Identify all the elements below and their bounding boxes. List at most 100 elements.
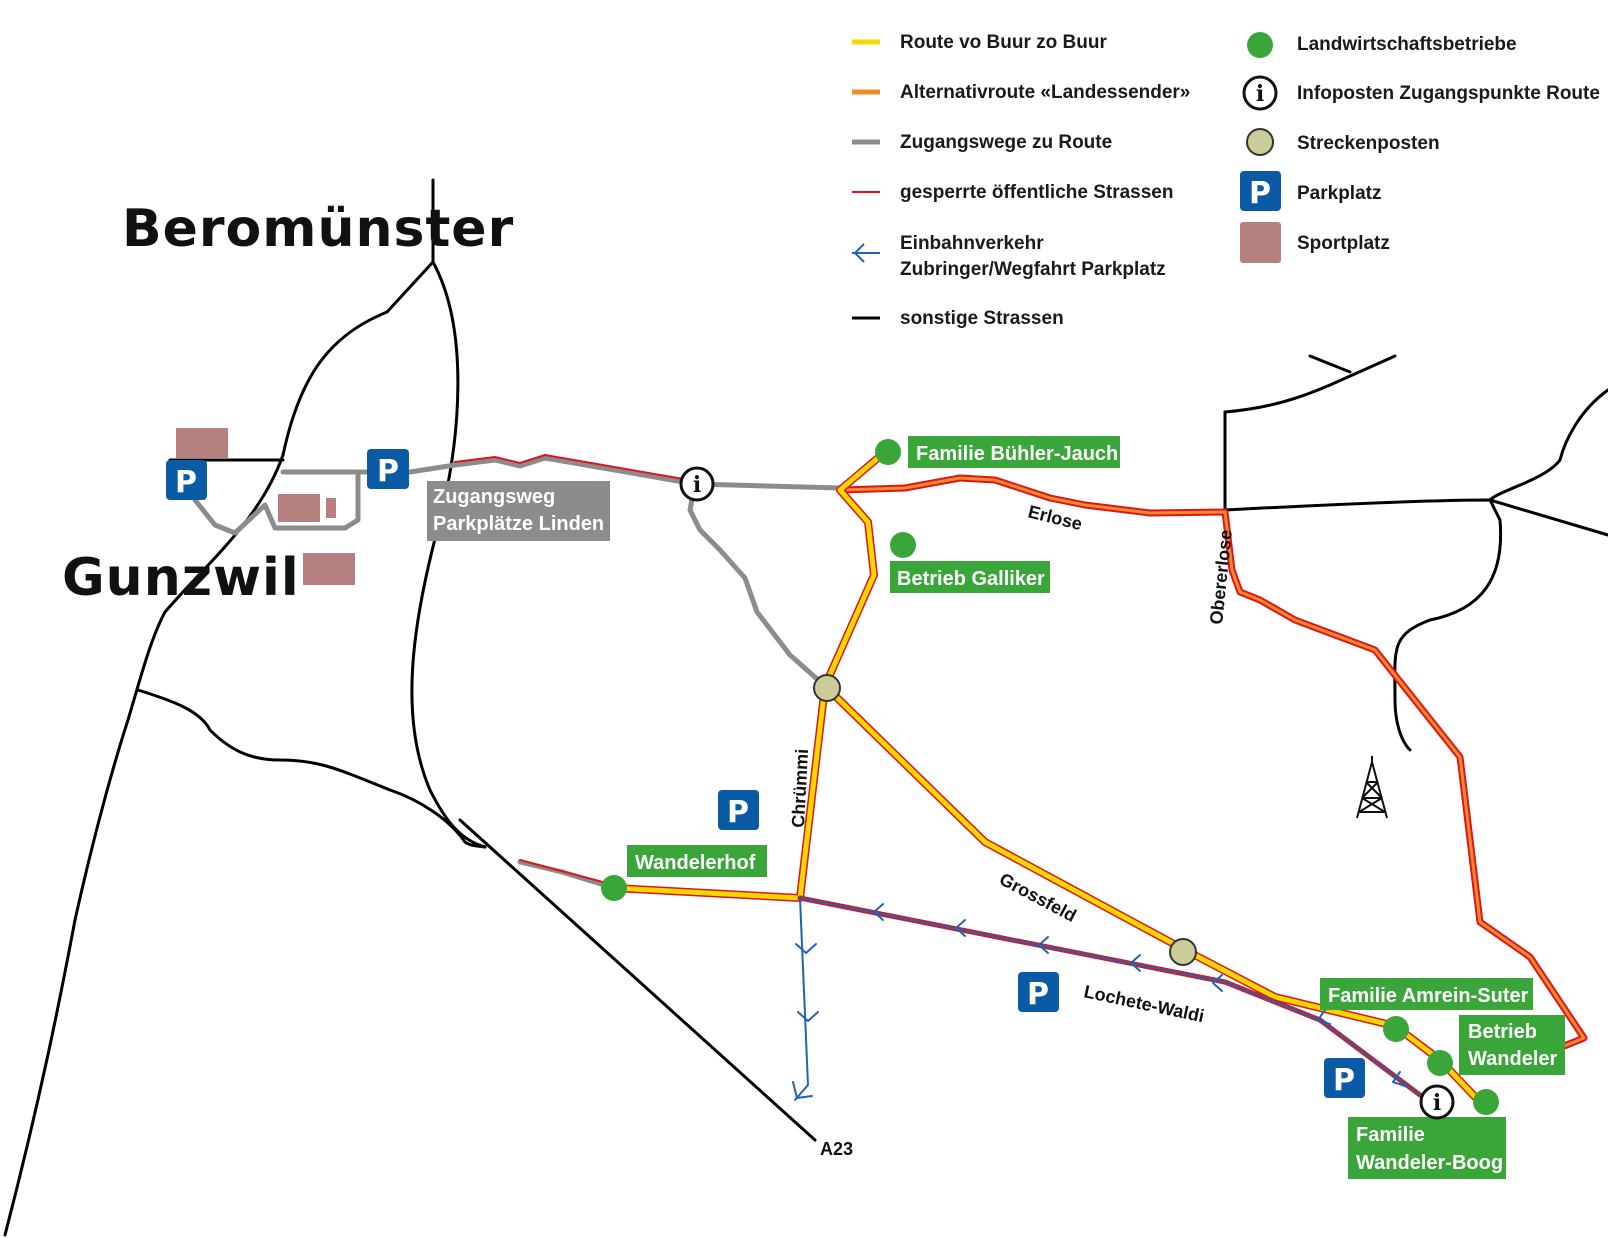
other-roads xyxy=(3,178,1608,1237)
legend-item-closed: gesperrte öffentliche Strassen xyxy=(852,182,1173,203)
arrow-1 xyxy=(873,903,884,921)
closed-road-west xyxy=(519,859,615,886)
alt-route xyxy=(838,476,1586,1072)
arrow-6 xyxy=(1317,1009,1331,1025)
sportplatz-1 xyxy=(176,428,228,458)
legend-farms-label: Landwirtschaftsbetriebe xyxy=(1297,34,1517,55)
parking-gunzwil-east: P xyxy=(367,449,409,489)
sportplatz-2 xyxy=(278,494,320,522)
road-ne-upper xyxy=(1223,354,1397,414)
road-ne-right xyxy=(1393,388,1608,752)
label-amrein: Familie Amrein-Suter xyxy=(1328,985,1529,1007)
arrow-5 xyxy=(1212,974,1223,992)
road-beromuenster-west-curve xyxy=(281,310,389,457)
oneway-main xyxy=(799,897,1421,1096)
parking-gunzwil-west: P xyxy=(166,460,207,500)
legend-sports-label: Sportplatz xyxy=(1297,233,1390,254)
road-a23 xyxy=(458,818,817,1142)
arrow-7 xyxy=(1392,1071,1406,1087)
farm-labels: Familie Bühler-Jauch Betrieb Galliker Wa… xyxy=(627,436,1565,1179)
farm-dot-wandeler-boog xyxy=(1473,1089,1499,1115)
arrow-3 xyxy=(1038,936,1049,954)
legend-oneway-label-1: Einbahnverkehr xyxy=(900,233,1044,254)
label-galliker: Betrieb Galliker xyxy=(897,568,1045,590)
post-dot-1 xyxy=(813,674,841,702)
road-label-lochete: Lochete-Waldi xyxy=(1082,981,1206,1026)
sportplatz-3 xyxy=(326,498,336,518)
arrow-4 xyxy=(1130,954,1141,972)
arrow-10 xyxy=(792,1081,813,1099)
legend-farm-icon xyxy=(1247,32,1273,58)
parking-icon: P xyxy=(727,795,749,830)
farm-markers xyxy=(601,439,1499,1115)
legend-parking-label: Parkplatz xyxy=(1297,183,1381,204)
radio-tower-icon xyxy=(1356,756,1388,819)
one-way-roads xyxy=(794,895,1423,1101)
parking-chruemmi: P xyxy=(718,790,759,830)
arrow-8 xyxy=(795,943,817,954)
legend-other-label: sonstige Strassen xyxy=(900,308,1064,329)
town-beromuenster: Beromünster xyxy=(122,199,514,259)
farm-dot-amrein xyxy=(1383,1016,1409,1042)
zugangsweg-line2: Parkplätze Linden xyxy=(433,513,604,535)
farm-dot-betrieb-wandeler xyxy=(1427,1050,1453,1076)
label-wandeler-boog-2: Wandeler-Boog xyxy=(1356,1152,1503,1174)
road-label-grossfeld: Grossfeld xyxy=(996,869,1080,926)
oneway-south xyxy=(794,897,809,1101)
label-wandeler-boog-1: Familie xyxy=(1356,1124,1425,1146)
farm-dot-galliker xyxy=(890,532,916,558)
post-dot-2 xyxy=(1169,938,1197,966)
legend-item-access: Zugangswege zu Route xyxy=(852,132,1112,153)
road-gunzwil-south xyxy=(3,453,285,1237)
legend-info-label: Infoposten Zugangspunkte Route xyxy=(1297,83,1600,104)
parking-wandeler: P xyxy=(1324,1058,1365,1098)
farm-dot-wandelerhof xyxy=(601,875,627,901)
town-gunzwil: Gunzwil xyxy=(62,548,300,608)
legend-item-other: sonstige Strassen xyxy=(852,308,1064,329)
road-ne-upper-left xyxy=(1308,354,1352,374)
legend-alt-route-label: Alternativroute «Landessender» xyxy=(900,82,1190,103)
legend-sports-icon xyxy=(1240,222,1281,263)
label-betrieb-wandeler-1: Betrieb xyxy=(1468,1021,1537,1043)
legend-item-sports: Sportplatz xyxy=(1240,222,1390,263)
legend: Route vo Buur zo Buur Alternativroute «L… xyxy=(852,32,1600,329)
access-wandelerhof xyxy=(517,859,617,891)
main-route-2 xyxy=(822,683,1481,1103)
main-route-outline xyxy=(610,448,889,902)
road-gunzwil-west-link xyxy=(136,688,487,849)
info-marker-linden: i xyxy=(679,466,715,502)
sportplatz-4 xyxy=(303,553,355,585)
legend-oneway-arrow-icon xyxy=(853,243,865,263)
label-wandelerhof: Wandelerhof xyxy=(635,852,756,874)
arrow-2 xyxy=(955,919,966,937)
one-way-arrows xyxy=(792,903,1406,1099)
info-icon: i xyxy=(1433,1090,1441,1116)
parking-lochete: P xyxy=(1018,972,1059,1012)
main-route xyxy=(611,449,888,901)
legend-post-icon xyxy=(1246,128,1274,156)
access-info-south xyxy=(687,481,828,689)
legend-item-oneway: Einbahnverkehr Zubringer/Wegfahrt Parkpl… xyxy=(852,233,1166,280)
post-markers xyxy=(813,674,1197,966)
road-ne-mid xyxy=(1223,498,1608,537)
parking-markers: P P P P P xyxy=(166,449,1365,1098)
legend-item-farms: Landwirtschaftsbetriebe xyxy=(1247,32,1517,58)
zugangsweg-label: Zugangsweg Parkplätze Linden xyxy=(427,481,610,541)
farm-dot-buehler xyxy=(875,439,901,465)
legend-item-posts: Streckenposten xyxy=(1246,128,1440,156)
legend-info-icon: i xyxy=(1256,81,1264,107)
main-route-outline-2 xyxy=(821,682,1482,1104)
label-buehler: Familie Bühler-Jauch xyxy=(916,443,1118,465)
legend-item-route: Route vo Buur zo Buur xyxy=(852,32,1107,53)
road-label-a23: A23 xyxy=(820,1139,853,1159)
legend-oneway-label-2: Zubringer/Wegfahrt Parkplatz xyxy=(900,259,1166,280)
parking-icon: P xyxy=(175,465,197,500)
zugangsweg-line1: Zugangsweg xyxy=(433,486,555,508)
sports-fields xyxy=(176,428,355,585)
parking-icon: P xyxy=(1027,977,1049,1012)
legend-access-label: Zugangswege zu Route xyxy=(900,132,1112,153)
legend-route-label: Route vo Buur zo Buur xyxy=(900,32,1107,53)
legend-closed-label: gesperrte öffentliche Strassen xyxy=(900,182,1173,203)
arrow-9 xyxy=(797,1011,819,1022)
